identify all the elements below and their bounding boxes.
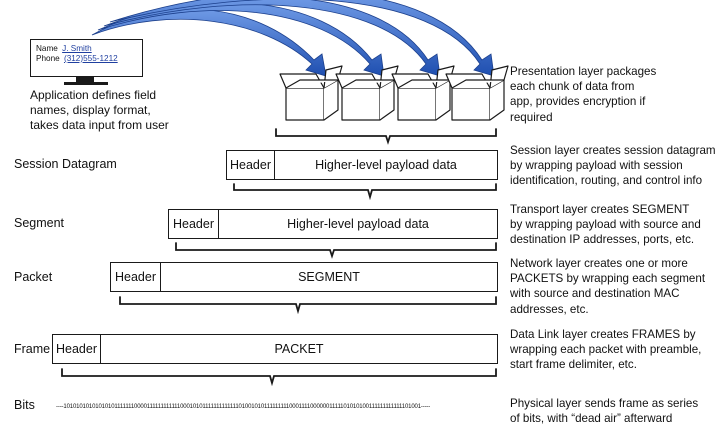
segment-payload: Higher-level payload data: [287, 217, 429, 231]
phone-field-row: Phone (312)555-1212: [36, 54, 142, 64]
brace-icon: [275, 128, 497, 145]
session-datagram-box: Header Higher-level payload data: [226, 150, 498, 180]
packet-payload: SEGMENT: [298, 270, 360, 284]
phone-field-label: Phone: [36, 54, 60, 63]
name-field-label: Name: [36, 44, 58, 53]
brace-icon: [61, 368, 497, 387]
transport-layer-description: Transport layer creates SEGMENT by wrapp…: [510, 203, 701, 247]
bit-stream: ----101010101010101011111110000111111111…: [56, 404, 431, 410]
monitor-base-icon: [64, 82, 108, 85]
bits-label: Bits: [14, 398, 35, 412]
session-datagram-label: Session Datagram: [14, 157, 117, 171]
frame-label: Frame: [14, 342, 51, 356]
package-box-icon: [279, 65, 343, 121]
package-box-icon: [335, 65, 399, 121]
flow-arrows: [91, 0, 495, 77]
brace-icon: [233, 183, 497, 201]
package-box-icon: [445, 65, 509, 121]
packet-header: Header: [111, 263, 161, 291]
physical-layer-description: Physical layer sends frame as series of …: [510, 397, 699, 426]
presentation-layer-description: Presentation layer packages each chunk o…: [510, 65, 657, 124]
monitor-stand-icon: [76, 77, 94, 83]
frame-payload: PACKET: [274, 342, 324, 356]
frame-header: Header: [53, 335, 101, 363]
network-layer-description: Network layer creates one or more PACKET…: [510, 257, 706, 316]
application-caption: Application defines field names, display…: [30, 88, 169, 132]
brace-icon: [175, 242, 497, 259]
package-boxes: [279, 65, 509, 121]
session-layer-description: Session layer creates session datagram b…: [510, 144, 716, 188]
name-field-value: J. Smith: [62, 44, 92, 53]
application-form: Name J. Smith Phone (312)555-1212: [30, 39, 143, 77]
name-field-row: Name J. Smith: [36, 44, 142, 54]
segment-box: Header Higher-level payload data: [168, 209, 498, 239]
phone-field-value: (312)555-1212: [63, 54, 118, 63]
segment-label: Segment: [14, 216, 65, 230]
packet-label: Packet: [14, 270, 53, 284]
session-header: Header: [227, 151, 275, 179]
packet-box: Header SEGMENT: [110, 262, 498, 292]
package-box-icon: [391, 65, 455, 121]
segment-header: Header: [169, 210, 219, 238]
session-payload: Higher-level payload data: [315, 158, 457, 172]
frame-box: Header PACKET: [52, 334, 498, 364]
braces: [61, 128, 497, 387]
data-link-layer-description: Data Link layer creates FRAMES by wrappi…: [510, 328, 702, 372]
brace-icon: [119, 296, 497, 315]
